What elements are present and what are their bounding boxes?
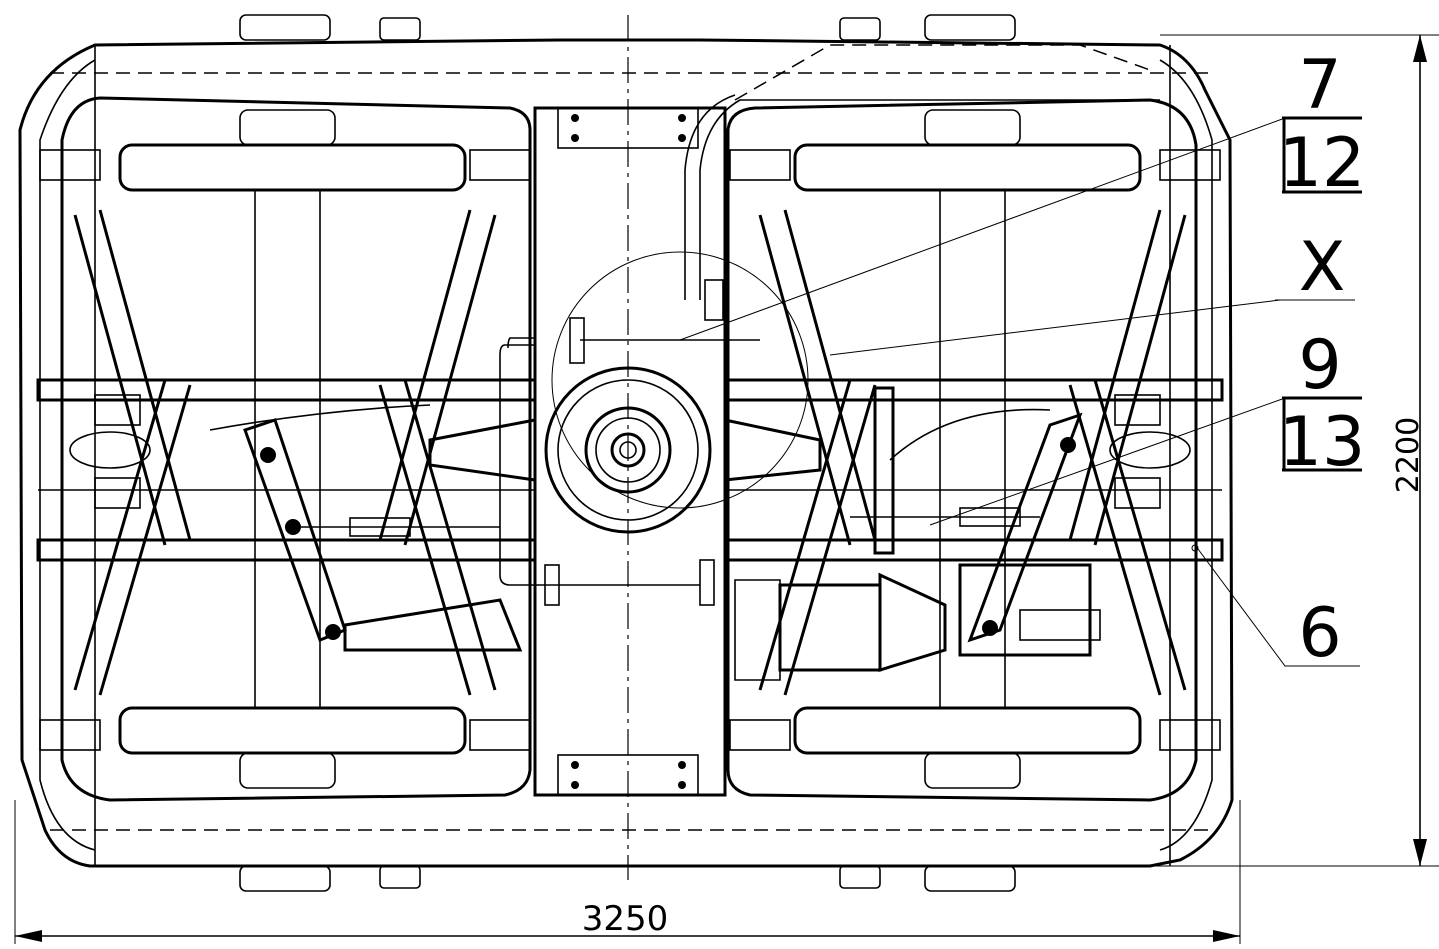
- callout-x-label: X: [1299, 228, 1346, 307]
- wheelsets: [118, 14, 1142, 892]
- leader-9-13: [929, 397, 1286, 526]
- callout-9-13: 9 13: [1279, 326, 1366, 482]
- diagonal-braces: [73, 209, 1187, 696]
- callout-7-top: 7: [1298, 46, 1341, 125]
- dimension-width-value: 2200: [1391, 417, 1426, 493]
- callout-x: X: [1299, 228, 1346, 307]
- brake-cylinder: [734, 563, 1101, 681]
- inner-frame-right: [726, 98, 1198, 802]
- axle-boxes: [39, 149, 1221, 751]
- outer-frame: [18, 38, 1234, 868]
- dimension-width: 2200: [1150, 34, 1439, 867]
- leader-x: [829, 299, 1281, 356]
- brake-rigging-right: [723, 386, 1083, 643]
- callout-9-top: 9: [1298, 326, 1341, 405]
- callout-6-label: 6: [1298, 594, 1341, 673]
- central-bolster: [533, 106, 727, 797]
- leader-6: [1194, 544, 1360, 667]
- leader-lines: [679, 117, 1360, 667]
- inner-frame-left: [60, 96, 532, 802]
- callout-12-bottom: 12: [1279, 124, 1366, 203]
- dimension-length: 3250: [14, 800, 1241, 944]
- brake-piping: [499, 44, 1160, 606]
- brake-rigging-left: [209, 404, 537, 652]
- callout-7-12: 7 12: [1279, 46, 1366, 203]
- dimension-length-value: 3250: [582, 899, 669, 939]
- transverse-beams: [36, 378, 1224, 562]
- callout-6: 6: [1298, 594, 1341, 673]
- leader-7-12: [679, 117, 1286, 341]
